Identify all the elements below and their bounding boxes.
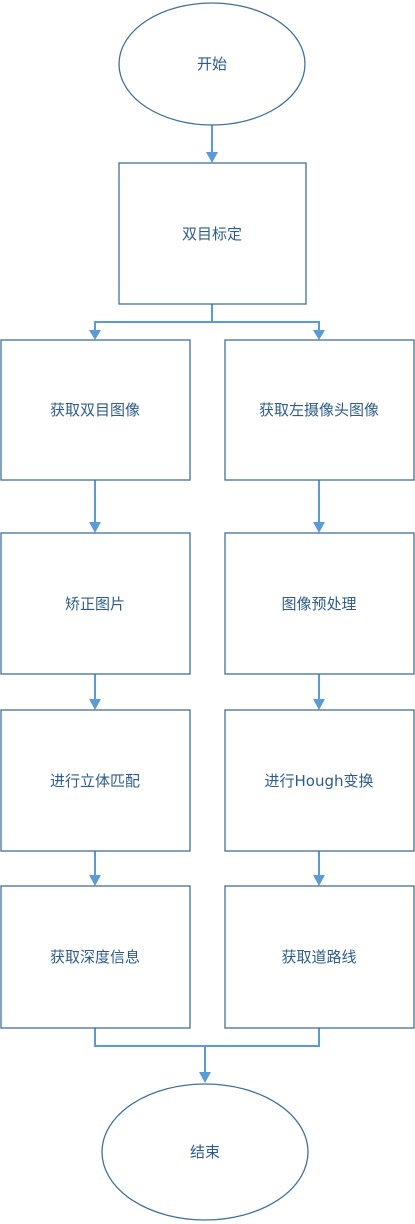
arrowhead-get-stereo-images [89,330,101,340]
get-road-lines-box [224,885,415,1029]
arrowhead-hough-transform [313,699,325,710]
get-left-camera-image-box [224,339,415,481]
end-node [101,1083,309,1221]
image-preprocessing-label: 图像预处理 [281,595,356,613]
end-label: 结束 [190,1143,220,1161]
get-depth-info-label: 获取深度信息 [50,948,140,966]
arrowhead-image-preprocessing [313,522,325,533]
get-depth-info-box [0,885,191,1029]
get-stereo-images-box [0,339,191,481]
get-left-camera-image-label: 获取左摄像头图像 [259,401,379,419]
stereo-matching-box [0,709,191,852]
arrowhead-stereo-matching [89,699,101,710]
hough-transform-box [224,709,415,852]
start-node [118,2,306,126]
arrowhead-get-depth-info [89,875,101,886]
arrowhead-rectify-images [89,522,101,533]
arrowhead-calibration [206,152,218,163]
arrowhead-end [199,1072,211,1083]
get-road-lines-label: 获取道路线 [281,948,356,966]
stereo-matching-label: 进行立体匹配 [50,772,140,790]
start-label: 开始 [197,55,227,73]
rectify-images-label: 矫正图片 [65,595,125,613]
get-stereo-images-label: 获取双目图像 [50,401,140,419]
stereo-calibration-box [118,162,307,305]
rectify-images-box [0,532,191,675]
arrowhead-get-road-lines [313,875,325,886]
hough-transform-label: 进行Hough变换 [265,772,374,790]
arrowhead-get-left-camera-image [313,330,325,340]
image-preprocessing-box [224,532,415,675]
stereo-calibration-label: 双目标定 [182,225,242,243]
